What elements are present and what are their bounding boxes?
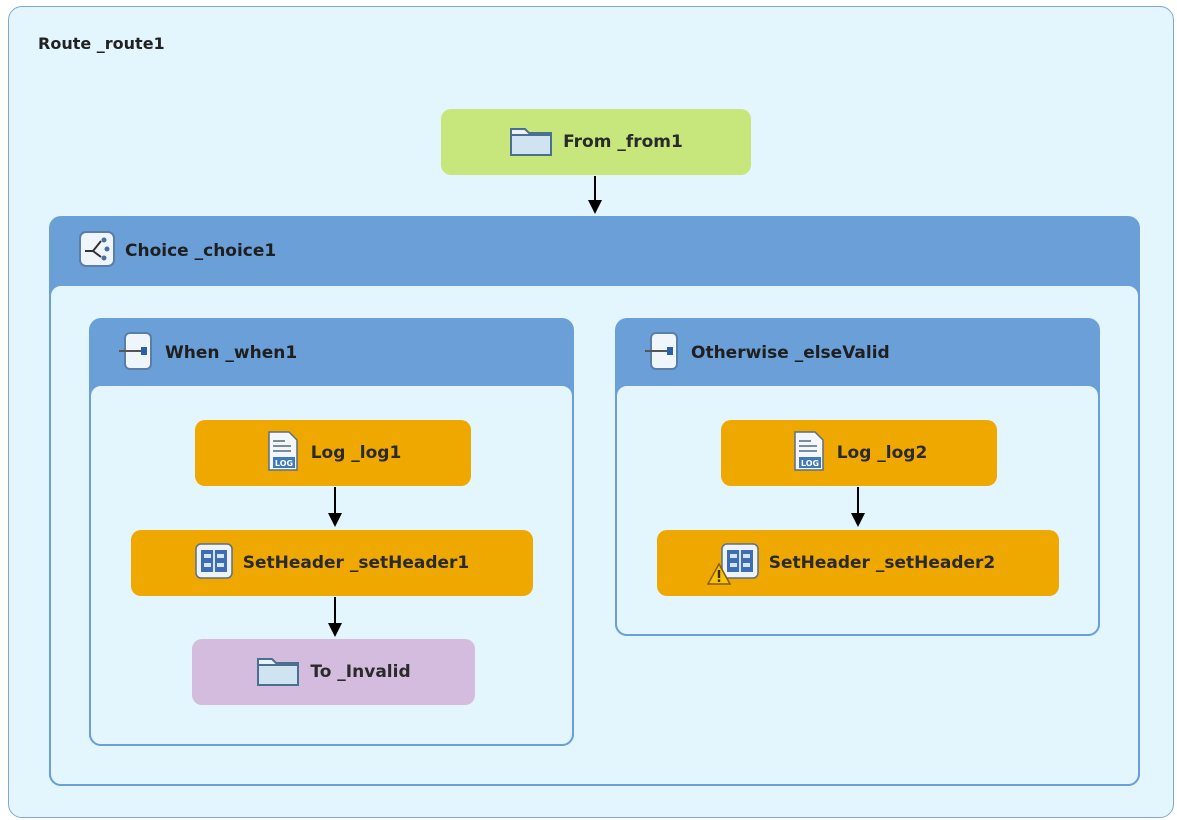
- from-node-label: From _from1: [563, 132, 683, 152]
- setheader-node-label: SetHeader _setHeader1: [242, 553, 470, 573]
- log-icon: LOG: [265, 430, 301, 476]
- setheader-node[interactable]: SetHeader _setHeader1: [131, 530, 533, 596]
- setheader-icon: [194, 542, 233, 584]
- when-header: When _when1: [119, 318, 297, 388]
- when-label: When _when1: [165, 343, 298, 363]
- route-title: Route _route1: [38, 34, 165, 53]
- from-node[interactable]: From _from1: [441, 109, 751, 175]
- choice-label: Choice _choice1: [125, 241, 277, 261]
- choice-header: Choice _choice1: [79, 216, 276, 286]
- choice-icon: [79, 230, 115, 272]
- setheader-node-label: SetHeader _setHeader2: [768, 553, 996, 573]
- otherwise-label: Otherwise _elseValid: [691, 343, 890, 363]
- log-node-label: Log _log2: [836, 443, 928, 463]
- connector-arrow: [851, 487, 865, 527]
- to-node-label: To _Invalid: [310, 662, 411, 682]
- svg-text:LOG: LOG: [801, 459, 819, 468]
- connector-arrow: [588, 176, 602, 214]
- log-icon: LOG: [791, 430, 827, 476]
- log-node-label: Log _log1: [310, 443, 402, 463]
- when-icon: [119, 331, 155, 375]
- folder-icon: [256, 653, 300, 692]
- log-node[interactable]: LOG Log _log2: [721, 420, 997, 486]
- svg-text:LOG: LOG: [275, 459, 293, 468]
- otherwise-header: Otherwise _elseValid: [645, 318, 890, 388]
- folder-icon: [509, 123, 553, 162]
- warning-icon[interactable]: [706, 561, 731, 590]
- setheader-node[interactable]: SetHeader _setHeader2: [657, 530, 1059, 596]
- otherwise-icon: [645, 331, 681, 375]
- setheader-icon: [706, 542, 759, 585]
- connector-arrow: [328, 597, 342, 637]
- log-node[interactable]: LOG Log _log1: [195, 420, 471, 486]
- connector-arrow: [328, 487, 342, 527]
- to-node[interactable]: To _Invalid: [192, 639, 475, 705]
